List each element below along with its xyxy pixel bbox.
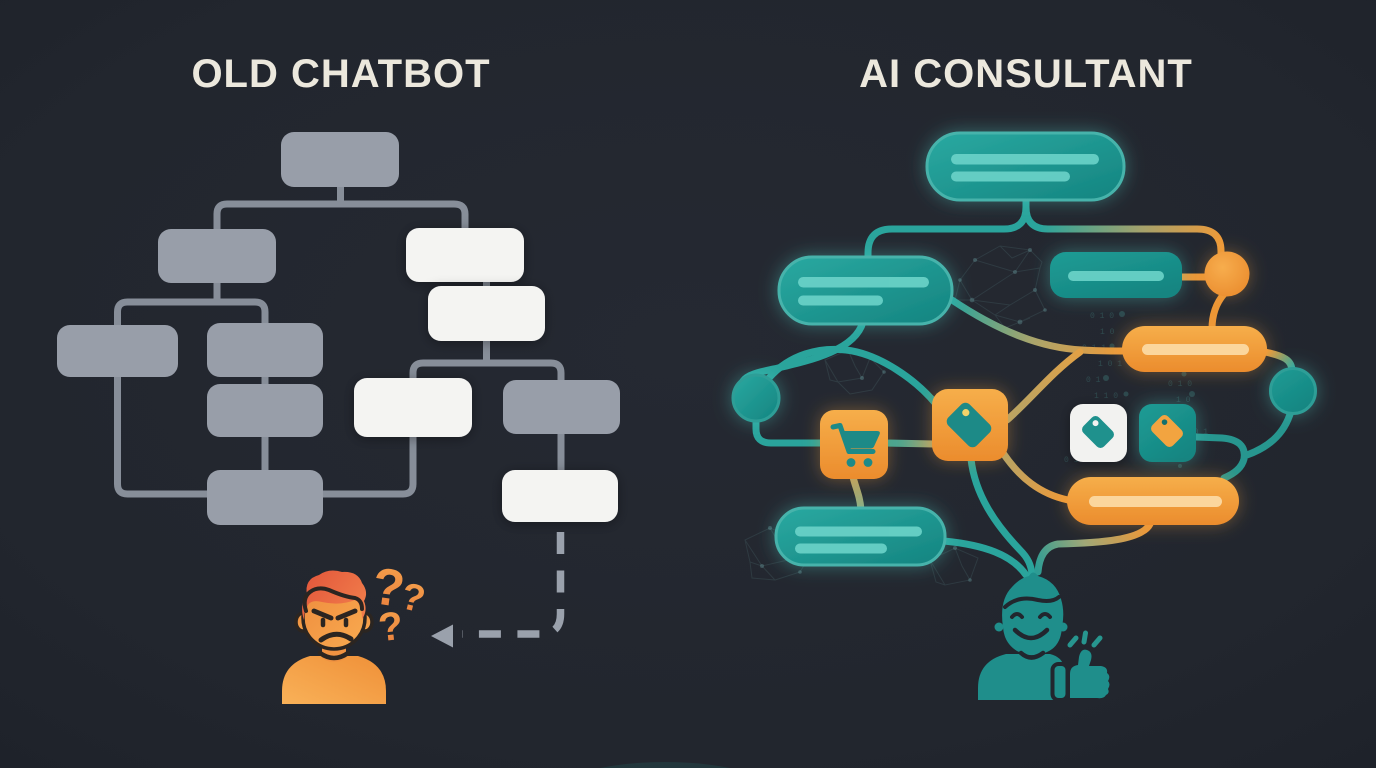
svg-text:0 1: 0 1 <box>1086 376 1101 385</box>
svg-text:1 1 0: 1 1 0 <box>1094 392 1118 401</box>
svg-text:1 0: 1 0 <box>1176 396 1191 405</box>
svg-text:0 1 0: 0 1 0 <box>1168 380 1192 389</box>
svg-text:AI CONSULTANT: AI CONSULTANT <box>859 52 1193 96</box>
svg-text:1 0 1: 1 0 1 <box>1184 428 1208 437</box>
svg-text:1 0 1: 1 0 1 <box>1098 360 1122 369</box>
svg-text:?: ? <box>376 604 405 650</box>
svg-text:0 1 0: 0 1 0 <box>1090 312 1114 321</box>
svg-text:0 1: 0 1 <box>1064 456 1079 465</box>
svg-text:OLD CHATBOT: OLD CHATBOT <box>191 52 490 96</box>
svg-text:1 0: 1 0 <box>1100 328 1115 337</box>
